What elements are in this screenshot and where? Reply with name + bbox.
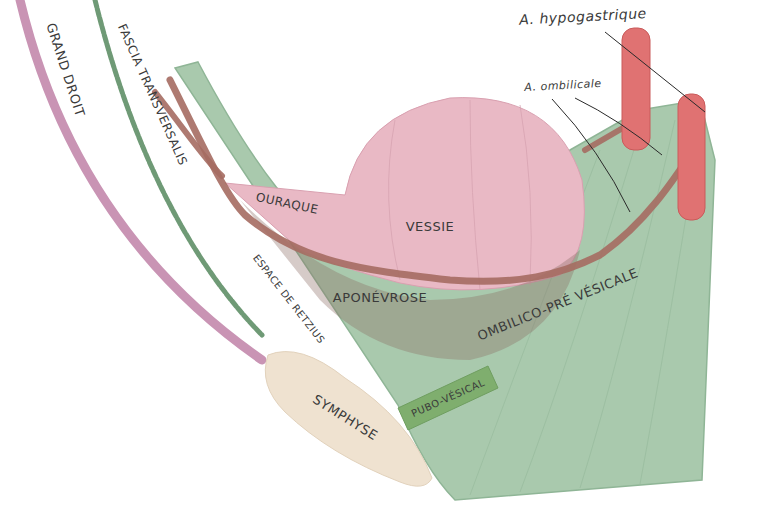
urachus-label: OURAQUE	[245, 185, 335, 225]
artery-label: A. hypogastrique	[519, 6, 647, 28]
hypogastric-artery	[622, 28, 650, 150]
artery-label: A. ombilicale	[524, 78, 602, 94]
organ-label: OMBILICO-PRÉ VÉSICALE	[476, 266, 641, 344]
organ-label: OURAQUE	[255, 191, 320, 217]
pubovesical-ligament	[398, 366, 498, 430]
ligament-label: PUBO-VÉSICAL	[400, 380, 496, 416]
rectus-muscle	[20, 0, 262, 360]
aponeurosis-label: APONÉVROSEOMBILICO-PRÉ VÉSICALE	[320, 270, 710, 380]
organ-label: APONÉVROSE	[333, 291, 428, 305]
bladder	[225, 98, 584, 290]
organ-label: SYMPHYSE	[310, 392, 380, 443]
fascia-strip	[170, 80, 700, 281]
fascia-line	[95, 0, 262, 335]
organ-label: PUBO-VÉSICAL	[410, 377, 487, 419]
umbilical-artery	[678, 94, 705, 220]
symphysis-label: SYMPHYSE	[300, 395, 390, 440]
organ-label: VESSIE	[406, 220, 455, 234]
leader-lines	[552, 32, 705, 212]
bladder-label: VESSIE	[380, 212, 480, 242]
bladder-fibers	[389, 100, 532, 290]
